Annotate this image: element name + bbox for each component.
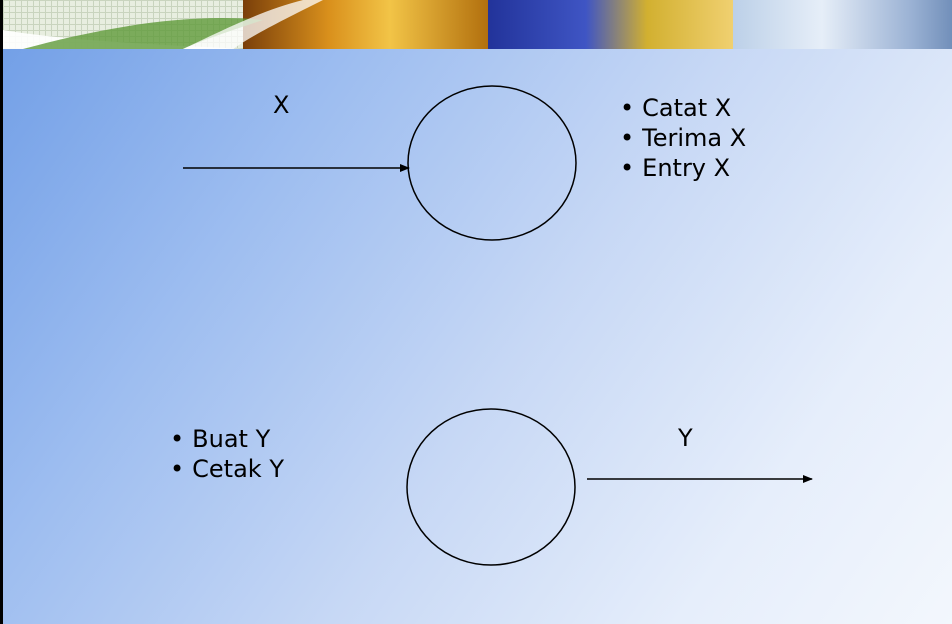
bullet-terima-x: Terima X	[620, 123, 746, 153]
output-bullet-list: Buat Y Cetak Y	[170, 424, 284, 484]
input-bullet-list: Catat X Terima X Entry X	[620, 93, 746, 183]
bullet-buat-y: Buat Y	[170, 424, 284, 454]
bullet-cetak-y: Cetak Y	[170, 454, 284, 484]
banner-image-lab	[488, 0, 733, 49]
banner-swoosh	[3, 0, 323, 49]
background-gradient	[3, 0, 952, 624]
banner-image-keyboard	[733, 0, 952, 49]
input-label-x: X	[273, 91, 290, 119]
input-process-circle	[407, 85, 577, 241]
header-image-banner	[3, 0, 952, 49]
process-diagram	[183, 85, 813, 566]
bullet-catat-x: Catat X	[620, 93, 746, 123]
bullet-entry-x: Entry X	[620, 153, 746, 183]
output-label-y: Y	[678, 424, 693, 452]
output-process-circle	[406, 408, 576, 566]
